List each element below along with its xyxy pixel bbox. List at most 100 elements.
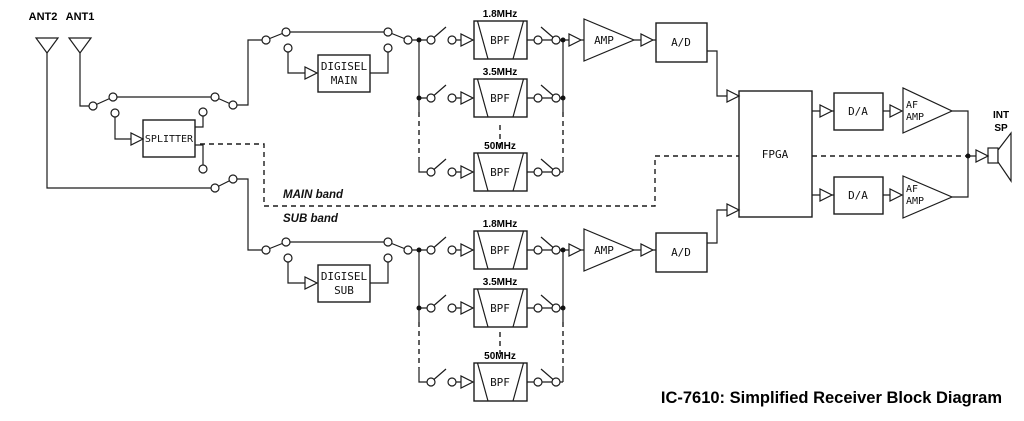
buffer-amp-icon <box>460 243 475 257</box>
digisel-sub-label-line2: SUB <box>334 284 354 297</box>
switch-contact <box>533 167 543 177</box>
main-bpf1-label: BPF <box>490 34 510 47</box>
digisel-sub-label-line1: DIGISEL <box>321 270 368 283</box>
digisel-main-label-line1: DIGISEL <box>321 60 368 73</box>
switch-contact <box>210 183 220 193</box>
bpf-trapezoid <box>476 288 525 328</box>
switch-contact <box>533 377 543 387</box>
int-sp-label-line2: SP <box>994 123 1008 134</box>
junction-dot <box>416 37 422 43</box>
af-amp-bottom-label-line1: AF <box>906 184 918 195</box>
buffer-amp-icon <box>889 188 904 202</box>
digisel-sub-block <box>317 264 371 303</box>
junction-dot <box>560 305 566 311</box>
main-bpf2-label: BPF <box>490 92 510 105</box>
switch-contact <box>426 245 436 255</box>
switch-contact <box>383 237 393 247</box>
amp-sub-triangle <box>583 228 636 272</box>
af-amp-top-label-line1: AF <box>906 100 918 111</box>
diagram-title: IC-7610: Simplified Receiver Block Diagr… <box>661 389 1002 407</box>
switch-contact <box>447 167 457 177</box>
switch-contact <box>551 93 561 103</box>
switch-contact <box>551 35 561 45</box>
main-bpf3-label: BPF <box>490 166 510 179</box>
sub-bpf3-label: BPF <box>490 376 510 389</box>
switch-contact <box>110 108 120 118</box>
junction-dot <box>965 153 971 159</box>
switch-contact <box>383 253 393 263</box>
buffer-amp-icon <box>460 91 475 105</box>
buffer-amp-icon <box>819 104 834 118</box>
adc-main-block <box>655 22 708 63</box>
buffer-amp-icon <box>819 188 834 202</box>
sub-bpf2-label: BPF <box>490 302 510 315</box>
dac-bottom-label: D/A <box>848 189 868 202</box>
digisel-main-label-line2: MAIN <box>331 74 358 87</box>
switch-contact <box>210 92 220 102</box>
ant1-antenna-icon <box>67 37 93 55</box>
bpf-trapezoid <box>476 78 525 118</box>
amp-main-triangle <box>583 18 636 62</box>
switch-contact <box>426 167 436 177</box>
ant1-label: ANT1 <box>66 11 95 23</box>
buffer-amp-icon <box>975 149 990 163</box>
switch-contact <box>228 100 238 110</box>
fpga-block <box>738 90 813 218</box>
buffer-amp-icon <box>304 276 319 290</box>
junction-dot <box>416 305 422 311</box>
main-bpf3-freq-label: 50MHz <box>484 141 516 152</box>
af-amp-bottom-triangle <box>902 175 954 219</box>
buffer-amp-icon <box>460 165 475 179</box>
sub-bpf1-label: BPF <box>490 244 510 257</box>
amp-main-label: AMP <box>594 34 614 47</box>
switch-contact <box>261 245 271 255</box>
junction-dot <box>416 247 422 253</box>
speaker-icon <box>987 131 1012 183</box>
buffer-amp-icon <box>568 243 583 257</box>
junction-dot <box>416 95 422 101</box>
buffer-amp-icon <box>460 375 475 389</box>
switch-contact <box>447 35 457 45</box>
switch-contact <box>283 43 293 53</box>
sub-bpf3-freq-label: 50MHz <box>484 351 516 362</box>
switch-contact <box>108 92 118 102</box>
buffer-amp-icon <box>640 243 655 257</box>
buffer-amp-icon <box>460 33 475 47</box>
sub-bpf1-freq-label: 1.8MHz <box>483 219 517 230</box>
switch-contact <box>447 245 457 255</box>
speaker-cone <box>997 131 1012 183</box>
fpga-label: FPGA <box>762 148 789 161</box>
switch-levers-closed <box>92 31 409 251</box>
switch-contact <box>551 303 561 313</box>
adc-sub-block <box>655 232 708 273</box>
buffer-amp-icon <box>568 33 583 47</box>
switch-contact <box>533 245 543 255</box>
switch-contact <box>281 237 291 247</box>
splitter-block <box>142 119 196 158</box>
bpf-trapezoid <box>476 20 525 60</box>
junction-dot <box>560 37 566 43</box>
switch-contact <box>403 35 413 45</box>
sub-bpf2-freq-label: 3.5MHz <box>483 277 517 288</box>
switch-contact <box>551 377 561 387</box>
switch-contact <box>447 93 457 103</box>
bpf-trapezoid <box>476 230 525 270</box>
dac-bottom-block <box>833 176 884 215</box>
switch-contact <box>228 174 238 184</box>
dac-top-block <box>833 92 884 131</box>
digisel-main-block <box>317 54 371 93</box>
buffer-amp-icon <box>889 104 904 118</box>
bpf-filter-blocks <box>473 20 528 402</box>
switch-contact <box>426 93 436 103</box>
switch-contact <box>551 167 561 177</box>
switch-levers-open <box>430 26 557 383</box>
junction-dots <box>416 37 971 311</box>
switch-contacts <box>88 27 561 387</box>
buffer-amp-icon <box>304 66 319 80</box>
sub-band-label: SUB band <box>283 213 339 225</box>
switch-contact <box>447 303 457 313</box>
switch-contact <box>383 27 393 37</box>
adc-main-label: A/D <box>671 36 691 49</box>
switch-contact <box>426 35 436 45</box>
